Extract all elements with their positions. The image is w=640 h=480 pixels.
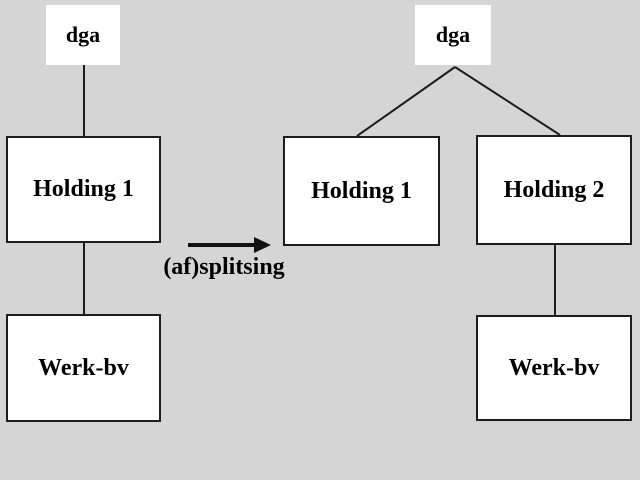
- node-right-dga: dga: [415, 5, 491, 65]
- transformation-arrow-icon: [188, 237, 271, 253]
- node-right-holding1: Holding 1: [283, 136, 440, 246]
- node-right-werkbv: Werk-bv: [476, 315, 632, 421]
- connector-right-dga-holding1: [356, 66, 456, 137]
- connector-right-dga-holding2: [454, 66, 561, 136]
- node-left-werkbv: Werk-bv: [6, 314, 161, 422]
- node-left-holding1: Holding 1: [6, 136, 161, 243]
- transformation-label: (af)splitsing: [163, 254, 285, 280]
- node-left-dga: dga: [46, 5, 120, 65]
- node-right-holding2: Holding 2: [476, 135, 632, 245]
